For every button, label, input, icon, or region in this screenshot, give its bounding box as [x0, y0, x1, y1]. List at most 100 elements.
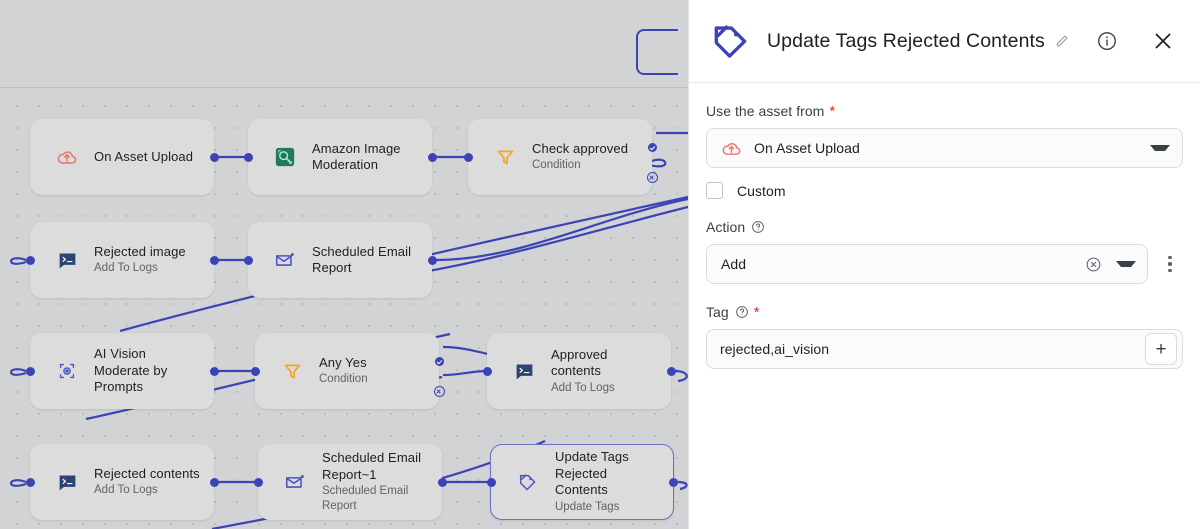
node-port-in[interactable] [482, 366, 492, 376]
toolbar-button-partial[interactable] [636, 29, 678, 75]
action-select[interactable]: Add [706, 244, 1148, 284]
node-title: Update Tags Rejected Contents [555, 449, 629, 498]
node-subtitle: Condition [532, 159, 581, 172]
node-settings-panel: Update Tags Rejected Contents [688, 0, 1200, 529]
amazon-rekognition-icon [272, 144, 298, 170]
node-title: Amazon Image Moderation [312, 140, 401, 173]
tag-label-text: Tag [706, 304, 729, 320]
terminal-log-icon [54, 469, 80, 495]
node-update-tags-rejected-contents[interactable]: Update Tags Rejected Contents Update Tag… [486, 444, 678, 520]
node-subtitle: Update Tags [555, 500, 620, 513]
node-subtitle: Add To Logs [94, 484, 158, 497]
kebab-dot [1168, 256, 1172, 260]
node-port-out[interactable] [437, 477, 447, 487]
kebab-dot [1168, 262, 1172, 266]
asset-source-value: On Asset Upload [754, 140, 860, 156]
terminal-log-icon [54, 247, 80, 273]
tag-input-value[interactable]: rejected,ai_vision [720, 341, 830, 357]
required-asterisk: * [753, 303, 760, 321]
panel-header: Update Tags Rejected Contents [689, 0, 1200, 83]
node-any-yes[interactable]: Any Yes Condition [250, 333, 445, 409]
node-title: AI Vision Moderate by Prompts [94, 346, 168, 395]
envelope-icon [282, 469, 308, 495]
cloud-upload-icon [720, 138, 742, 159]
custom-checkbox-row[interactable]: Custom [706, 182, 1183, 199]
node-title: Scheduled Email Report [312, 243, 412, 276]
pencil-icon[interactable] [1054, 33, 1070, 49]
node-port-in[interactable] [243, 152, 253, 162]
node-label-group: Approved contents Add To Logs [551, 347, 671, 396]
chevron-down-icon[interactable] [1116, 261, 1136, 267]
node-scheduled-email-report-1[interactable]: Scheduled Email Report~1 Scheduled Email… [253, 444, 447, 520]
node-port-true[interactable] [434, 357, 444, 366]
node-label-group: Scheduled Email Report~1 Scheduled Email… [322, 450, 442, 514]
envelope-icon [272, 247, 298, 273]
workflow-canvas[interactable]: On Asset Upload Amazon Image Moderation [0, 0, 688, 529]
filter-funnel-icon [492, 144, 518, 170]
add-tag-button[interactable]: + [1145, 333, 1177, 365]
node-port-true[interactable] [647, 143, 657, 152]
filter-funnel-icon [279, 358, 305, 384]
node-approved-contents[interactable]: Approved contents Add To Logs [482, 333, 676, 409]
node-rejected-image[interactable]: Rejected image Add To Logs [25, 222, 219, 298]
node-port-out[interactable] [668, 477, 678, 487]
node-title: Scheduled Email Report~1 [322, 450, 422, 482]
node-port-false[interactable] [433, 386, 445, 397]
action-label: Action [706, 219, 1183, 235]
node-title: On Asset Upload [94, 148, 194, 164]
node-port-out[interactable] [427, 255, 437, 265]
node-port-in[interactable] [243, 255, 253, 265]
node-amazon-image-moderation[interactable]: Amazon Image Moderation [243, 119, 437, 195]
node-rejected-contents[interactable]: Rejected contents Add To Logs [25, 444, 219, 520]
node-port-out[interactable] [209, 152, 219, 162]
node-port-out[interactable] [427, 152, 437, 162]
node-port-in[interactable] [463, 152, 473, 162]
node-port-false[interactable] [646, 172, 658, 183]
asset-source-field: Use the asset from * On Asset Upload [706, 103, 1183, 168]
node-on-asset-upload[interactable]: On Asset Upload [30, 119, 219, 195]
clear-circle-x-icon[interactable] [1085, 256, 1102, 273]
kebab-menu-icon[interactable] [1157, 244, 1183, 284]
node-title: Approved contents [551, 346, 608, 379]
node-label-group: On Asset Upload [94, 149, 205, 166]
node-port-in[interactable] [253, 477, 263, 487]
node-title: Any Yes [319, 354, 367, 370]
node-subtitle: Condition [319, 373, 368, 386]
node-port-out[interactable] [209, 477, 219, 487]
node-title: Rejected image [94, 243, 186, 259]
tag-input-wrapper[interactable]: rejected,ai_vision + [706, 329, 1183, 369]
node-port-out[interactable] [209, 255, 219, 265]
node-subtitle: Add To Logs [551, 381, 615, 394]
panel-body: Use the asset from * On Asset Upload [689, 83, 1200, 369]
node-check-approved[interactable]: Check approved Condition [463, 119, 658, 195]
node-scheduled-email-report[interactable]: Scheduled Email Report [243, 222, 437, 298]
node-title: Check approved [532, 140, 629, 156]
cloud-upload-icon [54, 144, 80, 170]
asset-source-label: Use the asset from * [706, 103, 1183, 119]
asset-source-label-text: Use the asset from [706, 103, 825, 119]
node-port-in[interactable] [25, 255, 35, 265]
node-port-out[interactable] [666, 366, 676, 376]
terminal-log-icon [511, 358, 537, 384]
info-circle-icon[interactable] [1090, 24, 1124, 58]
chevron-down-icon[interactable] [1150, 145, 1170, 151]
node-subtitle: Add To Logs [94, 262, 158, 275]
node-subtitle: Scheduled Email Report [322, 485, 409, 512]
action-field: Action Add [706, 219, 1183, 284]
node-port-out[interactable] [209, 366, 219, 376]
node-port-in[interactable] [486, 477, 496, 487]
custom-checkbox[interactable] [706, 182, 723, 199]
asset-source-select[interactable]: On Asset Upload [706, 128, 1183, 168]
close-x-icon[interactable] [1146, 24, 1180, 58]
kebab-dot [1168, 268, 1172, 272]
node-port-in[interactable] [25, 477, 35, 487]
node-port-in[interactable] [25, 366, 35, 376]
tag-edit-icon [709, 20, 753, 62]
tag-label: Tag * [706, 304, 1183, 320]
node-label-group: AI Vision Moderate by Prompts [94, 346, 214, 396]
node-ai-vision-moderate-by-prompts[interactable]: AI Vision Moderate by Prompts [25, 333, 219, 409]
node-label-group: Check approved Condition [532, 141, 640, 174]
help-circle-icon[interactable] [735, 305, 749, 319]
help-circle-icon[interactable] [751, 220, 765, 234]
node-port-in[interactable] [250, 366, 260, 376]
